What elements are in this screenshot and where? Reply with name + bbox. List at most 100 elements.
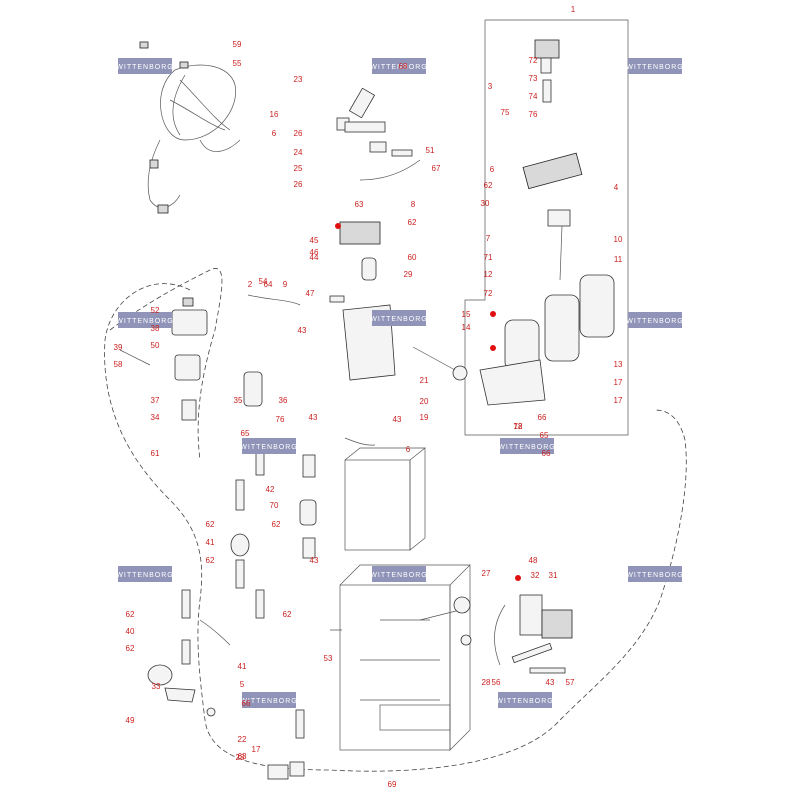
callout-number: 70: [270, 501, 279, 510]
callout-number: 67: [432, 164, 441, 173]
watermark-text: WITTENBORG: [626, 318, 683, 325]
watermark-text: WITTENBORG: [626, 572, 683, 579]
boiler-group: [412, 274, 615, 406]
watermark-text: WITTENBORG: [116, 64, 173, 71]
callout-number: 41: [238, 662, 247, 671]
callout-number: 22: [238, 735, 247, 744]
callout-number: 17: [252, 745, 261, 754]
callout-number: 28: [482, 678, 491, 687]
callout-number: 58: [114, 360, 123, 369]
watermark-badge: WITTENBORG: [370, 58, 427, 74]
watermark-text: WITTENBORG: [240, 444, 297, 451]
callout-number: 32: [531, 571, 540, 580]
callout-number: 16: [270, 110, 279, 119]
callout-number: 14: [462, 323, 471, 332]
callout-number: 66: [538, 413, 547, 422]
callout-number: 43: [298, 326, 307, 335]
callout-number: 38: [151, 324, 160, 333]
watermark-text: WITTENBORG: [498, 444, 555, 451]
marker-dot: [490, 345, 496, 351]
callout-number: 36: [279, 396, 288, 405]
watermark-text: WITTENBORG: [496, 698, 553, 705]
watermark-badge: WITTENBORG: [240, 692, 297, 708]
callout-number: 55: [233, 59, 242, 68]
callout-number: 23: [236, 753, 245, 762]
callout-number: 51: [426, 146, 435, 155]
watermark-text: WITTENBORG: [116, 572, 173, 579]
callout-number: 44: [310, 253, 319, 262]
callout-number: 34: [151, 413, 160, 422]
callout-number: 6: [272, 129, 277, 138]
callout-number: 46: [310, 248, 319, 257]
callout-number: 74: [529, 92, 538, 101]
watermark-text: WITTENBORG: [370, 64, 427, 71]
callout-number: 23: [294, 75, 303, 84]
callout-number: 12: [484, 270, 493, 279]
watermark-text: WITTENBORG: [626, 64, 683, 71]
marker-dot: [335, 223, 341, 229]
callout-number: 53: [324, 654, 333, 663]
watermark-badge: WITTENBORG: [370, 310, 427, 326]
callout-number: 9: [283, 280, 288, 289]
callout-number: 1: [571, 5, 576, 14]
callout-number: 75: [501, 108, 510, 117]
callout-number: 45: [310, 236, 319, 245]
callout-number: 59: [233, 40, 242, 49]
callout-number: 7: [486, 234, 491, 243]
watermark-badge: WITTENBORG: [496, 692, 553, 708]
callout-number: 3: [488, 82, 493, 91]
callout-number: 13: [614, 360, 623, 369]
callout-number: 21: [420, 376, 429, 385]
watermark-text: WITTENBORG: [240, 698, 297, 705]
callout-number: 35: [234, 396, 243, 405]
callout-number: 4: [614, 183, 619, 192]
callout-number: 65: [540, 431, 549, 440]
callout-number: 47: [306, 289, 315, 298]
callout-number: 57: [566, 678, 575, 687]
callout-number: 31: [549, 571, 558, 580]
callout-number: 6: [406, 445, 411, 454]
watermark-badge: WITTENBORG: [626, 312, 683, 328]
callout-number: 63: [355, 200, 364, 209]
watermark-text: WITTENBORG: [370, 572, 427, 579]
callout-number: 5: [240, 680, 245, 689]
callout-number: 39: [114, 343, 123, 352]
callout-number: 72: [514, 422, 523, 431]
callout-number: 62: [283, 610, 292, 619]
callout-number: 10: [614, 235, 623, 244]
callout-number: 19: [420, 413, 429, 422]
pump-module: [119, 297, 263, 421]
callout-number: 43: [546, 678, 555, 687]
callout-number: 76: [529, 110, 538, 119]
watermark-badge: WITTENBORG: [626, 58, 683, 74]
callout-number: 62: [126, 644, 135, 653]
callout-number: 48: [529, 556, 538, 565]
callout-number: 64: [264, 280, 273, 289]
callout-number: 6: [490, 165, 495, 174]
callout-number: 8: [411, 200, 416, 209]
watermark-text: WITTENBORG: [116, 318, 173, 325]
callout-number: 62: [206, 520, 215, 529]
valve-assembly-27: [336, 87, 421, 181]
watermark-text: WITTENBORG: [370, 316, 427, 323]
callout-number: 73: [529, 74, 538, 83]
callout-number: 76: [276, 415, 285, 424]
callout-number: 63: [238, 752, 247, 761]
mixing-tank: [329, 221, 396, 381]
callout-number: 66: [242, 699, 251, 708]
callout-number: 17: [614, 396, 623, 405]
watermark-badge: WITTENBORG: [240, 438, 297, 454]
callout-number: 26: [294, 129, 303, 138]
callout-number: 54: [259, 277, 268, 286]
callout-number: 49: [126, 716, 135, 725]
callout-number: 52: [151, 306, 160, 315]
callout-number: 62: [206, 556, 215, 565]
boundary-dashed-line: [104, 283, 687, 772]
callout-number: 41: [206, 538, 215, 547]
wire-harness: [139, 41, 241, 214]
cabinet-frame: [330, 447, 471, 751]
callout-number: 27: [482, 569, 491, 578]
callout-number: 56: [492, 678, 501, 687]
callout-number: 20: [420, 397, 429, 406]
callout-number: 62: [408, 218, 417, 227]
